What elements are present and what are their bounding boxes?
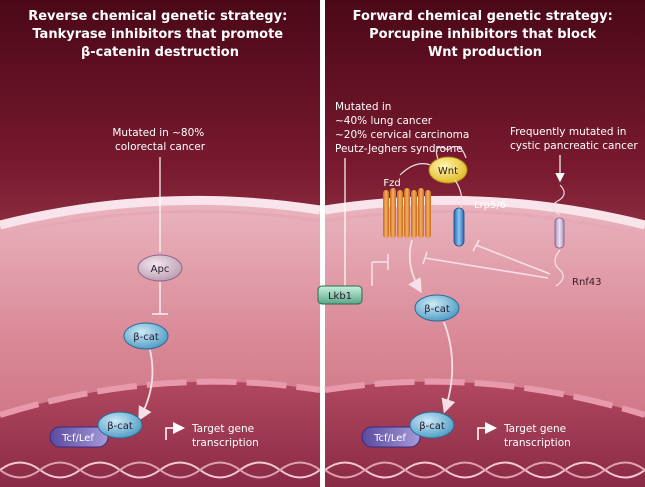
- panel-divider: [320, 0, 325, 487]
- left-title: Reverse chemical genetic strategy: Tanky…: [28, 9, 292, 60]
- right-bcat-node: β-cat: [414, 294, 460, 322]
- apc-node: Apc: [137, 254, 183, 282]
- right-cell-membrane: [324, 195, 645, 230]
- rnf43-mutation-note: Frequently mutated in cystic pancreatic …: [510, 126, 638, 152]
- right-bcat-translocation-arrow: [441, 321, 456, 414]
- svg-text:β-cat: β-cat: [107, 421, 133, 432]
- right-nuclear-envelope: [324, 378, 645, 418]
- left-target-gene-label: Target gene transcription: [191, 423, 259, 449]
- right-nucleus: [325, 381, 645, 487]
- left-mutation-note: Mutated in ~80% colorectal cancer: [112, 127, 207, 153]
- wnt-ligand: Wnt: [428, 145, 468, 184]
- rnf43-label: Rnf43: [572, 277, 602, 288]
- fzd-stabilizes-bcat: [408, 239, 422, 294]
- left-tcf-complex: Tcf/Lef β-cat: [49, 411, 143, 448]
- svg-text:Tcf/Lef: Tcf/Lef: [373, 433, 406, 444]
- svg-text:β-cat: β-cat: [424, 304, 450, 315]
- left-dna: [0, 461, 321, 479]
- right-panel: Forward chemical genetic strategy: Porcu…: [317, 0, 645, 487]
- right-target-gene-label: Target gene transcription: [503, 423, 571, 449]
- fzd-receptor: Fzd: [383, 163, 441, 238]
- left-nuclear-envelope: [0, 378, 321, 418]
- rnf43: Rnf43: [552, 184, 602, 288]
- right-transcription-arrow: [477, 422, 497, 440]
- svg-text:Tcf/Lef: Tcf/Lef: [61, 433, 94, 444]
- svg-text:Apc: Apc: [151, 264, 170, 275]
- svg-text:β-cat: β-cat: [133, 332, 159, 343]
- left-panel: Reverse chemical genetic strategy: Tanky…: [0, 0, 321, 487]
- right-dna: [324, 461, 645, 479]
- right-title: Forward chemical genetic strategy: Porcu…: [353, 9, 618, 60]
- left-transcription-arrow: [165, 422, 185, 440]
- left-bcat-node: β-cat: [123, 322, 169, 350]
- fzd-label: Fzd: [383, 178, 400, 189]
- lrp-label: Lrp5/6: [474, 200, 506, 211]
- lrp-coreceptor: Lrp5/6: [453, 179, 506, 247]
- lkb1-node: Lkb1: [317, 285, 363, 305]
- svg-text:Wnt: Wnt: [438, 166, 458, 177]
- right-tcf-complex: Tcf/Lef β-cat: [361, 411, 455, 448]
- rnf43-inhibits-fzd: [424, 257, 549, 279]
- lkb1-mutation-note: Mutated in ~40% lung cancer ~20% cervica…: [335, 101, 473, 155]
- left-nucleus: [0, 381, 320, 487]
- left-bcat-translocation-arrow: [138, 349, 154, 422]
- svg-text:β-cat: β-cat: [419, 421, 445, 432]
- svg-text:Lkb1: Lkb1: [328, 291, 352, 302]
- rnf43-inhibits-lrp: [475, 244, 551, 275]
